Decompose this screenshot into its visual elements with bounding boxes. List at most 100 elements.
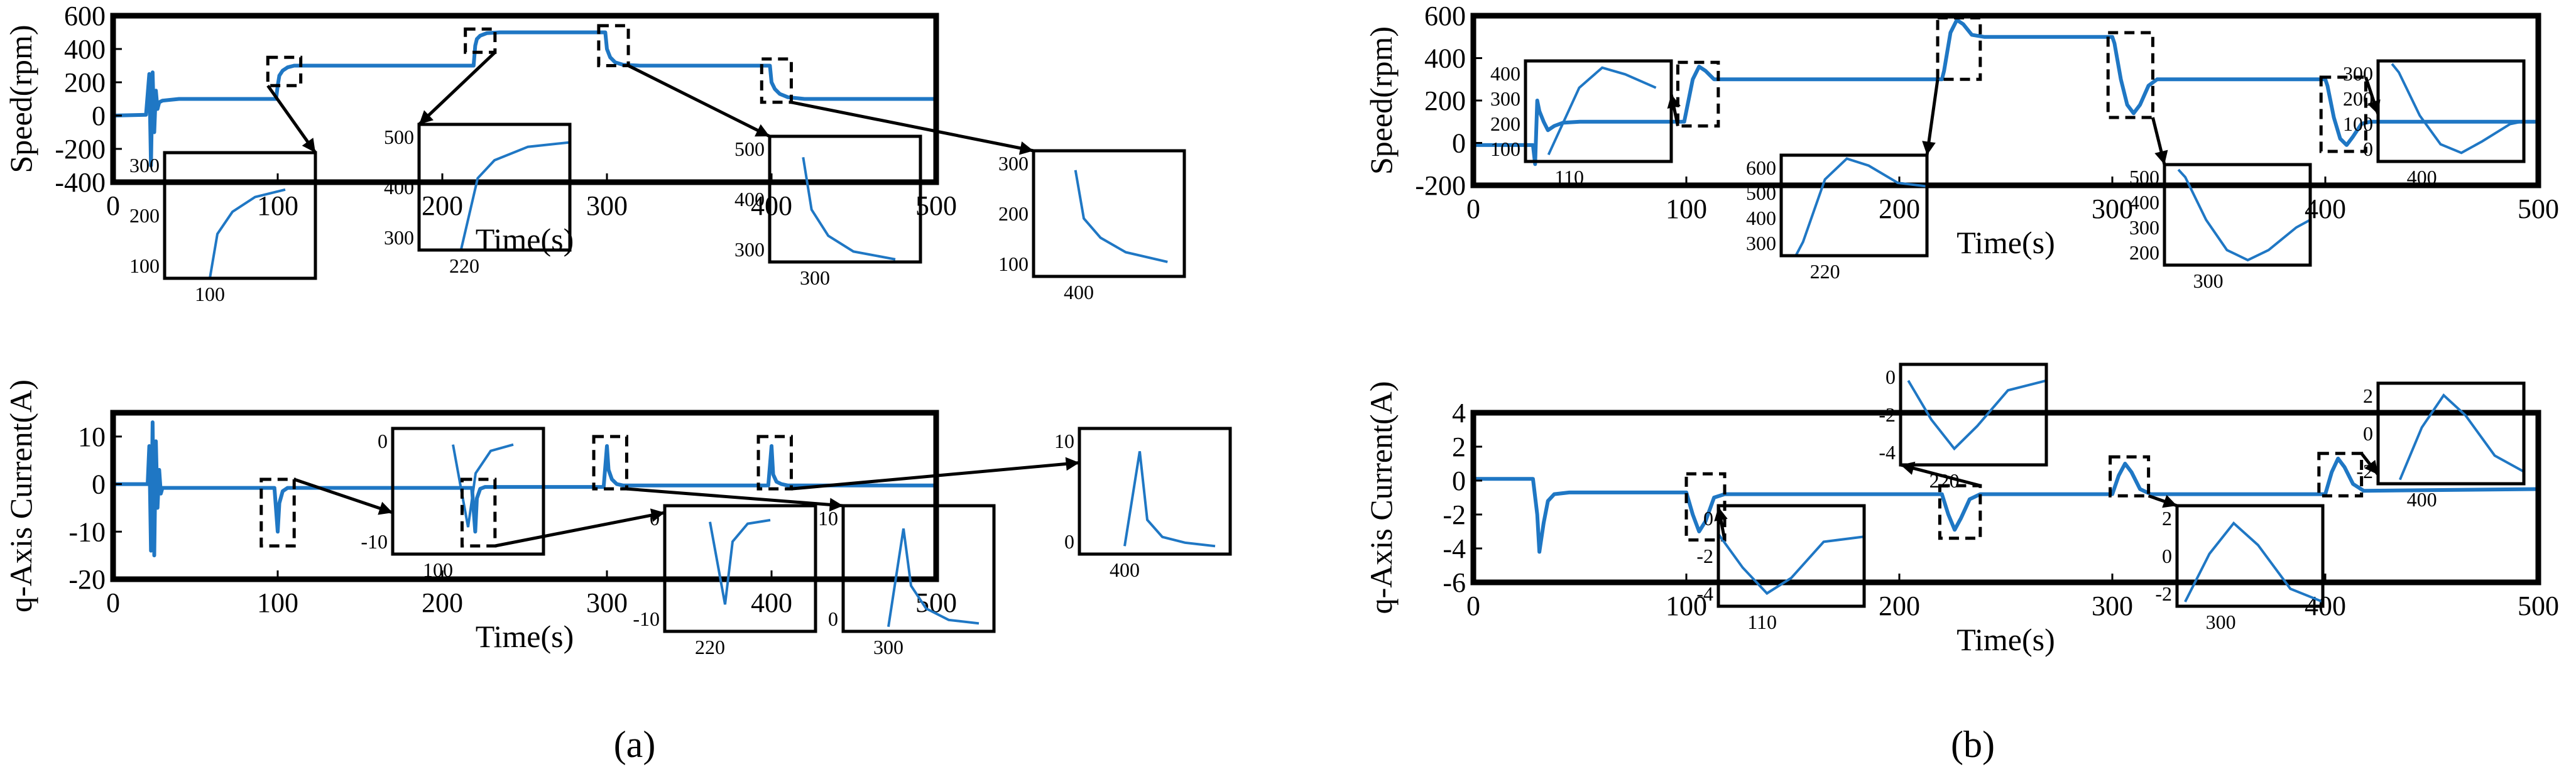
zoom-arrowhead xyxy=(1018,141,1034,155)
zoom-box xyxy=(460,477,497,548)
inset-frame xyxy=(841,504,996,633)
x-axis-label: Time(s) xyxy=(1957,622,2055,657)
inset-frame xyxy=(1779,153,1929,258)
y-tick-label: -200 xyxy=(55,134,106,165)
zoom-box xyxy=(756,435,793,491)
x-tick-label: 200 xyxy=(422,587,463,618)
x-tick-label: 0 xyxy=(1466,193,1480,224)
series-line xyxy=(112,30,936,168)
y-tick-label: -200 xyxy=(1415,170,1466,201)
x-tick-label: 200 xyxy=(422,190,463,221)
series-line xyxy=(1473,18,2538,166)
inset-y-tick-label: 400 xyxy=(1746,207,1776,229)
inset-y-tick-label: 10 xyxy=(1054,430,1074,452)
zoom-connector xyxy=(790,101,1034,153)
zoom-box xyxy=(2319,75,2367,153)
plot-frame xyxy=(110,410,939,582)
y-tick-label: -10 xyxy=(68,516,106,547)
zoom-arrowhead xyxy=(419,110,434,124)
caption-a: (a) xyxy=(614,724,656,765)
zoom-box xyxy=(760,57,793,104)
inset-y-tick-label: 100 xyxy=(1490,138,1520,160)
inset-series-line xyxy=(709,518,771,605)
zoom-connector xyxy=(1900,463,1981,488)
zoom-arrowhead xyxy=(302,138,315,153)
y-tick-label: -2 xyxy=(1443,499,1466,530)
x-tick-label: 300 xyxy=(2092,193,2133,224)
caption-b: (b) xyxy=(1951,724,1995,765)
zoom-arrowhead xyxy=(1901,461,1916,475)
inset-y-tick-label: 100 xyxy=(129,254,160,277)
inset-y-tick-label: 300 xyxy=(998,152,1029,175)
zoom-box xyxy=(2317,452,2364,498)
inset-y-tick-label: 100 xyxy=(998,253,1029,275)
zoom-arrowhead xyxy=(1667,94,1681,109)
zoom-connector xyxy=(494,511,665,548)
inset-series-line xyxy=(2391,63,2524,155)
zoom-arrowhead xyxy=(1714,506,1728,521)
y-tick-label: -6 xyxy=(1443,567,1466,598)
zoom-connector xyxy=(266,84,317,154)
inset-x-tick-label: 100 xyxy=(195,283,225,305)
inset-series-line xyxy=(887,528,980,628)
zoom-box xyxy=(2106,31,2154,119)
zoom-arrowhead xyxy=(2364,460,2378,475)
inset-series-line xyxy=(452,443,514,528)
inset-x-tick-label: 220 xyxy=(449,254,479,277)
inset-x-tick-label: 400 xyxy=(2407,488,2437,511)
x-tick-label: 100 xyxy=(257,587,298,618)
inset-x-tick-label: 220 xyxy=(1810,260,1840,283)
inset-y-tick-label: 0 xyxy=(2363,138,2373,160)
inset-frame xyxy=(1524,59,1673,163)
x-tick-label: 100 xyxy=(1666,591,1707,621)
x-tick-label: 0 xyxy=(106,587,120,618)
inset-x-tick-label: 400 xyxy=(1110,558,1140,581)
inset-x-tick-label: 300 xyxy=(873,636,903,658)
inset-y-tick-label: -2 xyxy=(2155,582,2172,605)
inset-y-tick-label: 2 xyxy=(2363,384,2373,407)
inset-y-tick-label: 300 xyxy=(384,226,414,249)
y-tick-label: 2 xyxy=(1452,432,1466,462)
inset-series-line xyxy=(1123,451,1216,548)
x-axis-label: Time(s) xyxy=(476,222,574,257)
inset-series-line xyxy=(1794,157,1927,256)
x-tick-label: 300 xyxy=(586,190,628,221)
inset-frame xyxy=(163,151,317,280)
zoom-box xyxy=(259,477,296,548)
inset-frame xyxy=(2163,163,2312,267)
x-tick-label: 400 xyxy=(751,190,792,221)
inset-y-tick-label: -2 xyxy=(1696,545,1713,567)
inset-series-line xyxy=(1547,66,1657,156)
inset-y-tick-label: -2 xyxy=(1879,403,1896,426)
inset-x-tick-label: 300 xyxy=(800,266,830,289)
inset-series-line xyxy=(2398,393,2524,481)
y-tick-label: 400 xyxy=(1424,43,1466,74)
inset-frame xyxy=(2376,381,2526,486)
plot-frame xyxy=(110,13,939,185)
y-tick-label: 400 xyxy=(64,34,106,65)
inset-y-tick-label: 400 xyxy=(1490,62,1520,85)
inset-y-tick-label: 400 xyxy=(384,176,414,199)
inset-y-tick-label: 200 xyxy=(2343,87,2373,110)
x-tick-label: 200 xyxy=(1879,193,1920,224)
inset-y-tick-label: 100 xyxy=(2343,112,2373,135)
inset-series-line xyxy=(1074,170,1168,263)
zoom-arrowhead xyxy=(755,124,770,137)
inset-y-tick-label: -10 xyxy=(361,530,388,553)
inset-y-tick-label: 500 xyxy=(384,126,414,148)
x-tick-label: 300 xyxy=(586,587,628,618)
inset-y-tick-label: 300 xyxy=(2129,216,2159,239)
inset-y-tick-label: 0 xyxy=(1064,530,1074,553)
inset-y-tick-label: 300 xyxy=(734,238,765,261)
inset-y-tick-label: 200 xyxy=(2129,241,2159,264)
x-tick-label: 100 xyxy=(1666,193,1707,224)
zoom-arrowhead xyxy=(2162,494,2177,508)
plot-frame xyxy=(1470,410,2541,586)
zoom-connector xyxy=(791,461,1080,491)
zoom-box xyxy=(464,27,497,54)
series-line xyxy=(1473,456,2539,554)
zoom-connector xyxy=(418,51,496,126)
zoom-box xyxy=(597,24,630,67)
inset-series-line xyxy=(2184,521,2323,603)
